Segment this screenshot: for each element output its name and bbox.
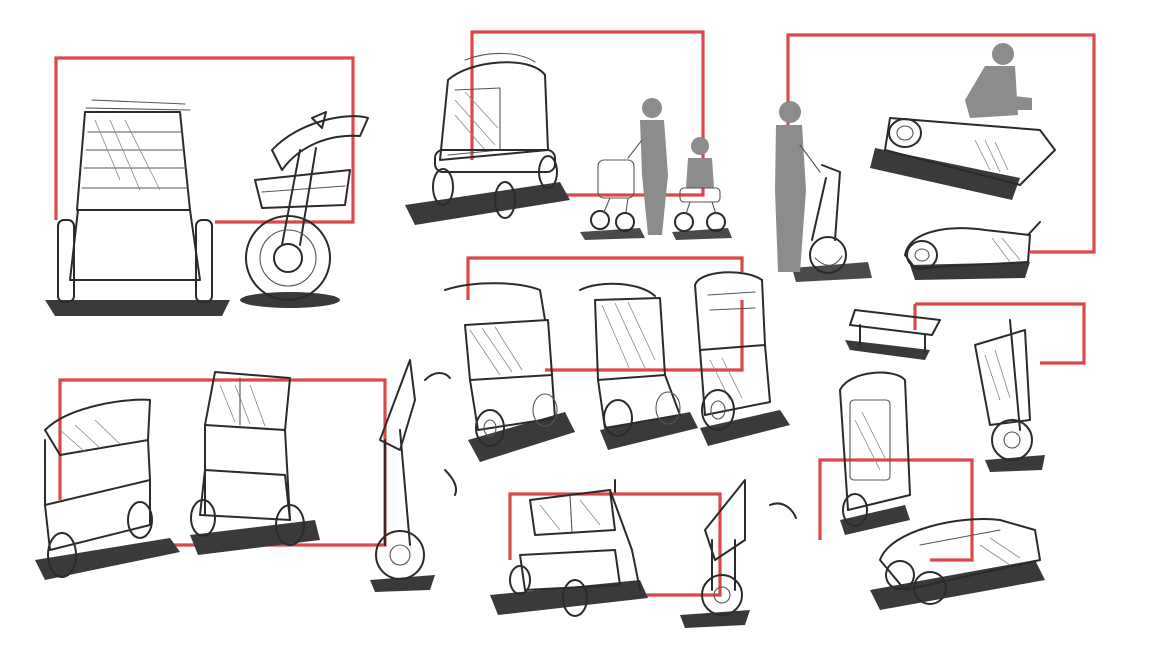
sketch-low-vehicle: [870, 518, 1045, 610]
standing-person-figure-right: [775, 101, 821, 272]
rotate-arrow-icon: [444, 469, 458, 496]
frame-middle-center: [466, 256, 744, 300]
sketch-upright-cart-c: [694, 271, 790, 446]
sketch-two-wheeler-side: [240, 111, 369, 308]
rotate-arrow-icon: [424, 372, 451, 381]
frame-bottom-left: [58, 378, 387, 547]
sketch-tilting-one-wheeler: [370, 359, 458, 592]
frame-bottom-right: [818, 458, 974, 562]
rotate-arrow-icon: [769, 502, 797, 519]
sketch-double-basket-cart: [490, 479, 648, 617]
sketch-tiered-basket-cart: [190, 371, 320, 555]
seated-person-figure: [686, 137, 714, 188]
frame-top-left: [54, 56, 355, 224]
sketch-bench-seated: [870, 43, 1056, 200]
sketch-cart-front-view: [45, 99, 230, 316]
sketch-open-basket-cart: [35, 398, 180, 580]
frame-top-center: [470, 30, 705, 197]
standing-person-figure: [627, 98, 668, 235]
sketch-users-with-cart: [580, 98, 732, 240]
frame-top-right: [786, 33, 1096, 254]
sketch-flat-table: [845, 309, 941, 360]
sketch-segway-cart: [974, 319, 1045, 472]
sketch-pod-cart: [405, 52, 570, 225]
sketch-folding-one-wheeler: [680, 479, 797, 628]
sketch-upright-cart-b: [579, 282, 698, 450]
seated-person-figure-bench: [965, 43, 1032, 118]
sketch-low-cart: [904, 221, 1041, 280]
frame-middle-center-right: [545, 300, 744, 372]
frame-right-middle: [915, 302, 1086, 365]
sketch-cabinet-cart: [839, 371, 911, 535]
sketch-upright-cart-a: [444, 282, 575, 462]
frame-bottom-center: [508, 492, 722, 597]
sketch-person-with-one-wheeler: [775, 101, 872, 282]
